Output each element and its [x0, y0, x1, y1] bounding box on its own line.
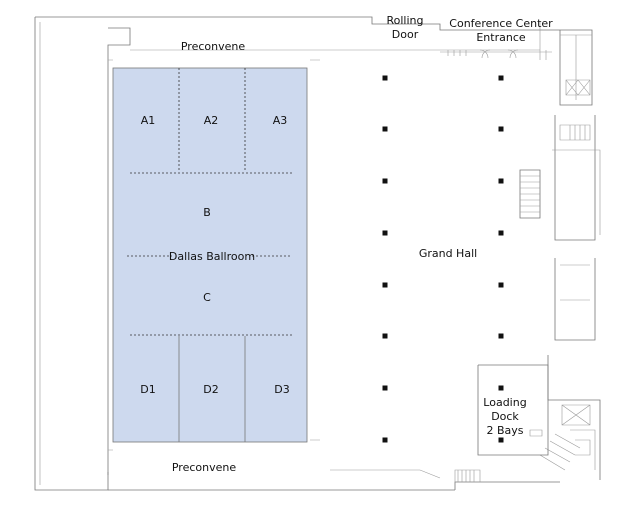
pillar-icon [382, 230, 388, 236]
pillars [382, 75, 504, 443]
pillar-icon [498, 178, 504, 184]
pillar-icon [382, 333, 388, 339]
room-a2-label: A2 [204, 114, 219, 127]
rolling-door-label-line1: Rolling [386, 14, 423, 27]
pillar-icon [382, 282, 388, 288]
pillar-icon [498, 75, 504, 81]
pillar-icon [498, 385, 504, 391]
pillar-icon [382, 178, 388, 184]
pillar-icon [498, 333, 504, 339]
pillar-icon [382, 126, 388, 132]
preconvene-bottom-label: Preconvene [172, 461, 236, 474]
service-corridor [519, 29, 601, 480]
room-d3-label: D3 [274, 383, 289, 396]
room-d1-label: D1 [140, 383, 155, 396]
room-d2-label: D2 [203, 383, 218, 396]
loading-dock-label-line3: 2 Bays [486, 424, 523, 437]
pillar-icon [498, 282, 504, 288]
pillar-icon [498, 437, 504, 443]
pillar-icon [498, 126, 504, 132]
ballroom-partitions [127, 68, 292, 442]
loading-dock-outline [454, 364, 549, 483]
preconvene-top-label: Preconvene [181, 40, 245, 53]
dallas-ballroom[interactable] [112, 67, 308, 443]
room-a1-label: A1 [141, 114, 156, 127]
rolling-door-label-line2: Door [392, 28, 419, 41]
ballroom-label: Dallas Ballroom [169, 250, 255, 263]
pillar-icon [382, 385, 388, 391]
grand-hall-label: Grand Hall [419, 247, 477, 260]
room-c-label: C [203, 291, 211, 304]
entrance-label-line2: Entrance [476, 31, 526, 44]
entrance-doors [440, 49, 552, 60]
room-b-label: B [203, 206, 211, 219]
loading-dock-label-line2: Dock [491, 410, 519, 423]
room-a3-label: A3 [273, 114, 288, 127]
entrance-label-line1: Conference Center [449, 17, 553, 30]
pillar-icon [382, 75, 388, 81]
pillar-icon [498, 230, 504, 236]
loading-dock-label-line1: Loading [483, 396, 526, 409]
building-walls [34, 16, 560, 491]
pillar-icon [382, 437, 388, 443]
